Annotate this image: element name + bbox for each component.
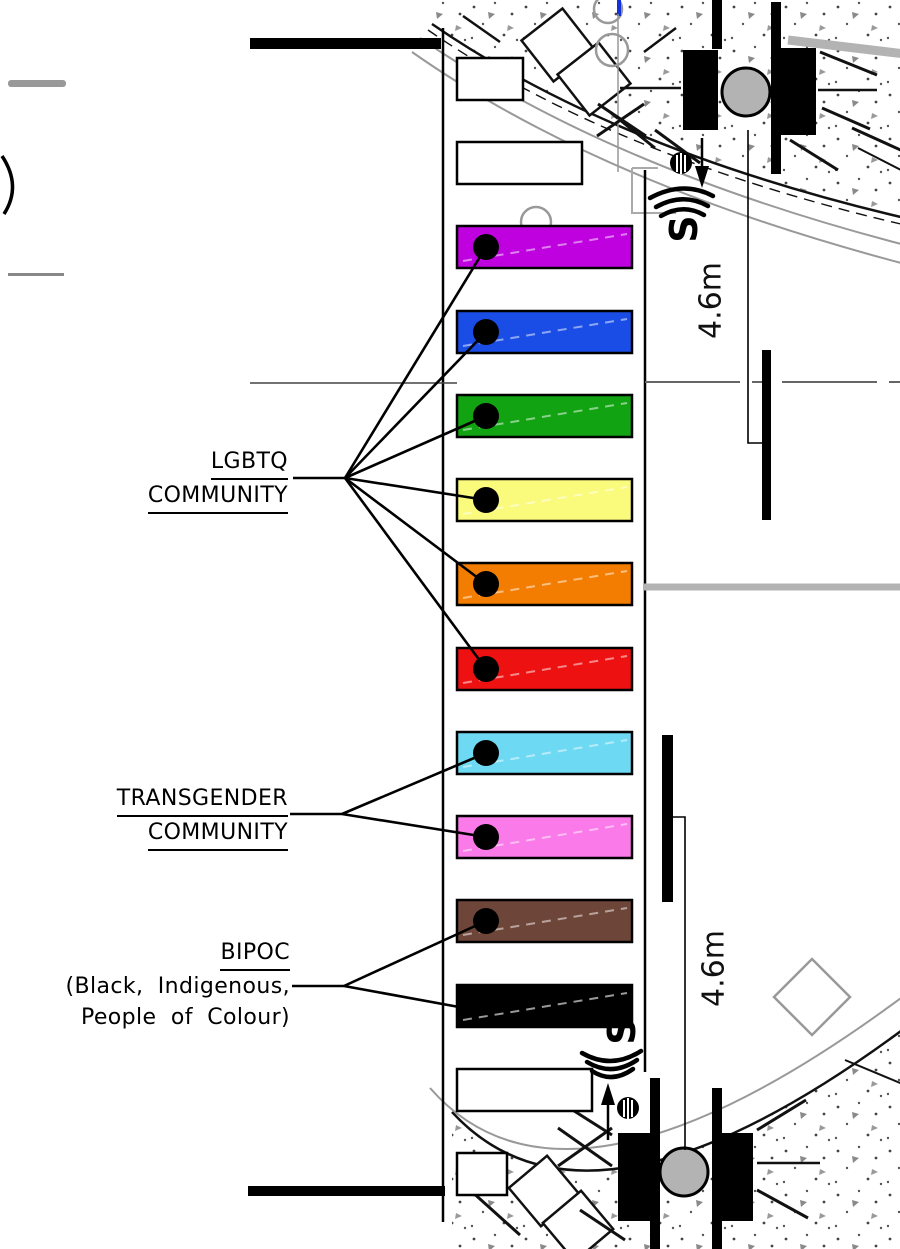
utility-circle xyxy=(592,0,624,25)
stripe-ghost-line xyxy=(462,570,628,599)
dimension-bottom xyxy=(662,735,686,1150)
label-line: TRANSGENDER xyxy=(116,783,288,817)
label-line: BIPOC xyxy=(220,937,290,971)
leader-line xyxy=(343,477,488,670)
tree-canopy xyxy=(720,66,772,118)
leader-line xyxy=(341,812,487,839)
signal-letter-top: S xyxy=(662,215,706,243)
label-line: LGBTQ xyxy=(210,446,288,480)
label-transgender-community: TRANSGENDER COMMUNITY xyxy=(116,783,288,851)
stop-bar-bottom xyxy=(248,1186,445,1196)
crosswalk-stripe-white xyxy=(455,56,525,102)
leader-line xyxy=(344,476,487,586)
lane-dash xyxy=(8,80,66,87)
tree-canopy xyxy=(658,1146,710,1198)
stripe-ghost-line xyxy=(462,907,628,936)
sound-wave-arc xyxy=(653,197,711,210)
label-lgbtq-community: LGBTQ COMMUNITY xyxy=(147,446,288,514)
utility-circle xyxy=(594,32,630,68)
leader-dot xyxy=(473,487,499,513)
legend-leader-lines xyxy=(290,234,499,1009)
stripe-ghost-line xyxy=(462,318,628,347)
sound-wave-arc xyxy=(658,207,707,219)
planter-squares-bottom xyxy=(507,1154,615,1249)
leader-dot xyxy=(473,571,499,597)
lane-dash xyxy=(8,273,64,276)
planter-squares-top xyxy=(519,6,633,118)
leader-dot xyxy=(473,740,499,766)
stop-bar-top xyxy=(250,38,441,49)
leader-line xyxy=(344,476,487,502)
leader-line xyxy=(341,751,487,816)
sound-wave-arc xyxy=(647,186,716,201)
crosswalk-stripe-white xyxy=(455,140,584,186)
label-line: COMMUNITY xyxy=(147,817,288,851)
leader-dot xyxy=(473,319,499,345)
leader-dot xyxy=(473,234,499,260)
label-line: (Black, Indigenous, xyxy=(65,974,290,999)
stripe-ghost-line xyxy=(462,739,628,768)
leader-line xyxy=(344,414,487,480)
tree-bottom xyxy=(559,1078,820,1249)
stripe-ghost-line xyxy=(462,486,628,515)
leader-dot xyxy=(473,656,499,682)
stripe-ghost-line xyxy=(462,655,628,684)
curb-notch xyxy=(631,167,676,214)
pole-bar xyxy=(762,350,771,520)
crosswalk-stripe-green xyxy=(455,393,634,439)
planting-area-bottom xyxy=(429,957,900,1249)
sound-wave-arc xyxy=(589,1066,636,1080)
leader-line xyxy=(344,331,487,479)
curb-return-arc xyxy=(0,155,15,215)
leader-line xyxy=(343,246,488,479)
pedestrian-signal-bottom xyxy=(579,1048,644,1140)
dimension-top xyxy=(747,130,771,520)
roadway-markings xyxy=(0,28,900,1222)
leader-dot xyxy=(473,824,499,850)
direction-arrow-head xyxy=(601,1083,615,1105)
crosswalk-stripe-white xyxy=(455,1067,594,1113)
crosswalk-stripe-white xyxy=(455,1151,509,1197)
label-line: COMMUNITY xyxy=(147,480,288,514)
leader-line xyxy=(343,984,460,1009)
leader-dot xyxy=(473,403,499,429)
dimension-label-top: 4.6m xyxy=(693,262,729,339)
sound-wave-arc xyxy=(584,1057,640,1072)
direction-arrow-head xyxy=(695,166,709,188)
signal-letter-bottom: S xyxy=(600,1017,644,1045)
gravel-path-band xyxy=(787,35,900,58)
stripe-ghost-line xyxy=(462,823,628,852)
tree-top xyxy=(596,0,878,174)
leader-line xyxy=(343,919,487,988)
sound-wave-arc xyxy=(579,1048,644,1064)
stripe-ghost-line xyxy=(462,402,628,431)
diamond-marker xyxy=(772,957,852,1037)
pole-bar xyxy=(662,735,673,902)
stripe-ghost-line xyxy=(462,992,628,1021)
dimension-label-bottom: 4.6m xyxy=(696,930,732,1007)
label-line: People of Colour) xyxy=(80,1005,290,1030)
label-bipoc: BIPOC (Black, Indigenous, People of Colo… xyxy=(65,937,290,1033)
stripe-ghost-line xyxy=(462,233,628,262)
pedestrian-signal-top xyxy=(647,138,716,219)
leader-dot xyxy=(473,908,499,934)
planting-area-top xyxy=(411,0,900,264)
crosswalk-stripes xyxy=(455,56,634,1197)
